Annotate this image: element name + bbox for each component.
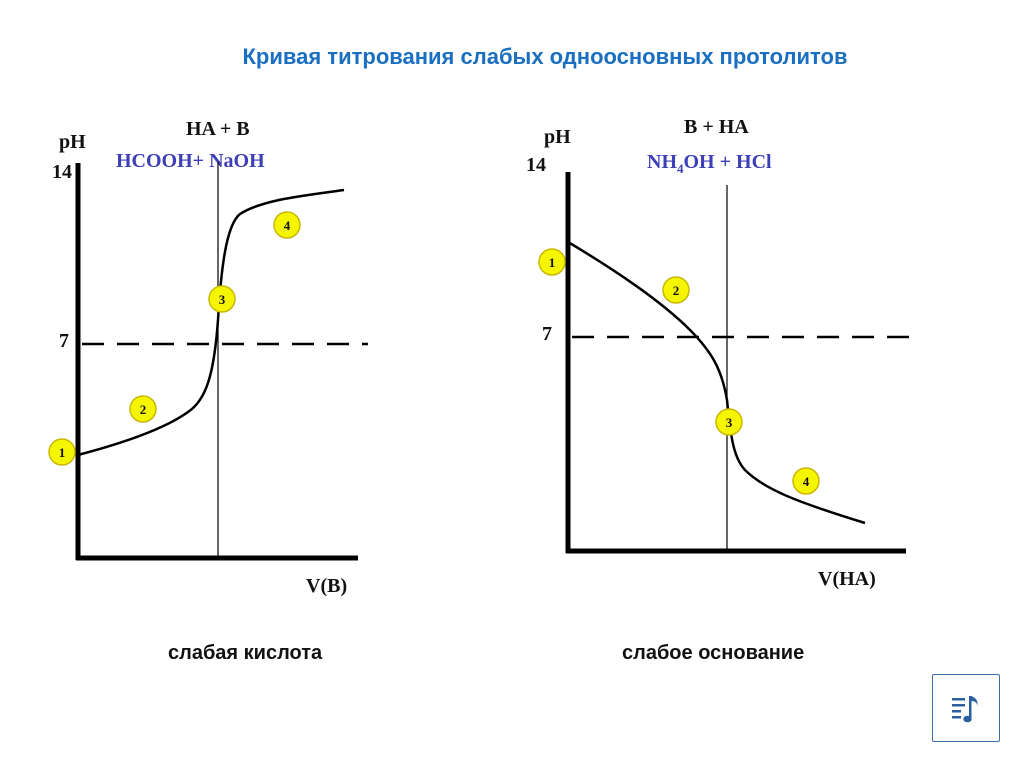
left-marker-4: 4 bbox=[273, 211, 301, 239]
right-y-axis-label: pH bbox=[544, 126, 571, 148]
svg-text:3: 3 bbox=[726, 415, 733, 430]
right-plot-header: B + HA bbox=[684, 116, 749, 138]
left-marker-1: 1 bbox=[48, 438, 76, 466]
left-plot: HA + B HCOOH+ NaOH pH 14 7 V(B) 1 2 3 4 bbox=[48, 118, 368, 597]
svg-text:2: 2 bbox=[140, 402, 147, 417]
svg-text:1: 1 bbox=[59, 445, 66, 460]
left-plot-header: HA + B bbox=[186, 118, 250, 140]
left-neutral-label: 7 bbox=[59, 330, 69, 352]
right-marker-2: 2 bbox=[662, 276, 690, 304]
svg-text:2: 2 bbox=[673, 283, 680, 298]
left-marker-2: 2 bbox=[129, 395, 157, 423]
left-x-axis-label: V(B) bbox=[306, 575, 347, 597]
right-marker-4: 4 bbox=[792, 467, 820, 495]
right-neutral-label: 7 bbox=[542, 323, 552, 345]
left-titration-curve bbox=[77, 188, 345, 457]
playlist-button[interactable] bbox=[932, 674, 1000, 742]
right-marker-1: 1 bbox=[538, 248, 566, 276]
left-y-axis-label: pH bbox=[59, 131, 86, 153]
playlist-icon bbox=[952, 696, 978, 723]
right-y-max-label: 14 bbox=[526, 154, 546, 176]
left-plot-reagents: HCOOH+ NaOH bbox=[116, 150, 265, 172]
right-plot-reagents: NH4OH + HCl bbox=[647, 151, 772, 176]
right-titration-curve bbox=[567, 240, 866, 525]
left-marker-3: 3 bbox=[208, 285, 236, 313]
left-y-max-label: 14 bbox=[52, 161, 72, 183]
svg-text:1: 1 bbox=[549, 255, 556, 270]
svg-text:3: 3 bbox=[219, 292, 226, 307]
page-title: Кривая титрования слабых одноосновных пр… bbox=[242, 44, 848, 69]
svg-text:4: 4 bbox=[284, 218, 291, 233]
left-caption: слабая кислота bbox=[168, 642, 323, 664]
right-plot: B + HA NH4OH + HCl pH 14 7 V(HA) 1 2 3 4 bbox=[526, 116, 912, 590]
right-x-axis-label: V(HA) bbox=[818, 568, 876, 590]
right-caption: слабое основание bbox=[622, 642, 805, 664]
right-marker-3: 3 bbox=[715, 408, 743, 436]
svg-text:4: 4 bbox=[803, 474, 810, 489]
